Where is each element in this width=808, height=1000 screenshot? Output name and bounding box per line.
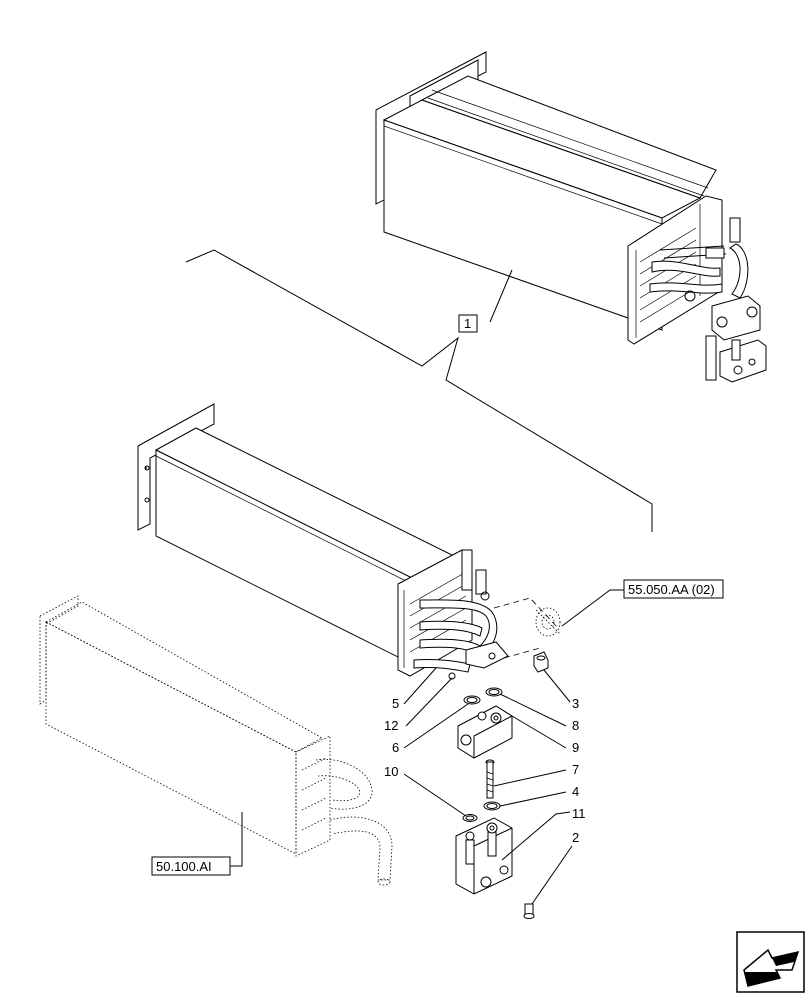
evaporator-exploded [137, 403, 559, 677]
callout-2-label: 2 [572, 830, 579, 845]
evaporator-assembly-top [375, 51, 767, 383]
item-1-leaders [185, 249, 653, 532]
callout-1: 1 [458, 314, 478, 333]
next-page-arrow-icon[interactable] [736, 931, 805, 993]
callout-5-label: 5 [392, 696, 399, 711]
ac-reference-link[interactable]: 55.050.AA (02) [623, 579, 724, 599]
callout-12-label: 12 [384, 718, 398, 733]
callout-8-label: 8 [572, 718, 579, 733]
callout-7-label: 7 [572, 762, 579, 777]
callout-1-label: 1 [464, 316, 471, 331]
callout-6-label: 6 [392, 740, 399, 755]
part-8-o-ring [485, 687, 503, 697]
callout-3-label: 3 [572, 696, 579, 711]
callout-4-label: 4 [572, 784, 579, 799]
part-12-screw [448, 672, 456, 680]
callout-9-label: 9 [572, 740, 579, 755]
part-2-screw [523, 903, 535, 919]
part-11-valve-block [455, 817, 513, 895]
callout-leaders [230, 589, 624, 905]
callout-10-label: 10 [384, 764, 398, 779]
part-6-o-ring [463, 695, 481, 705]
part-7-bolt [485, 759, 495, 799]
heater-core-dotted [39, 595, 393, 886]
part-4-o-ring [483, 801, 501, 811]
part-10-o-ring [462, 814, 478, 822]
part-9-expansion-valve [457, 705, 513, 759]
dotted-cap-part [535, 607, 561, 637]
ac-reference-label: 55.050.AA (02) [628, 582, 715, 597]
heater-reference-link[interactable]: 50.100.AI [151, 856, 231, 876]
part-3-nut [533, 651, 549, 673]
heater-reference-label: 50.100.AI [156, 859, 212, 874]
callout-11-label: 11 [572, 806, 586, 821]
